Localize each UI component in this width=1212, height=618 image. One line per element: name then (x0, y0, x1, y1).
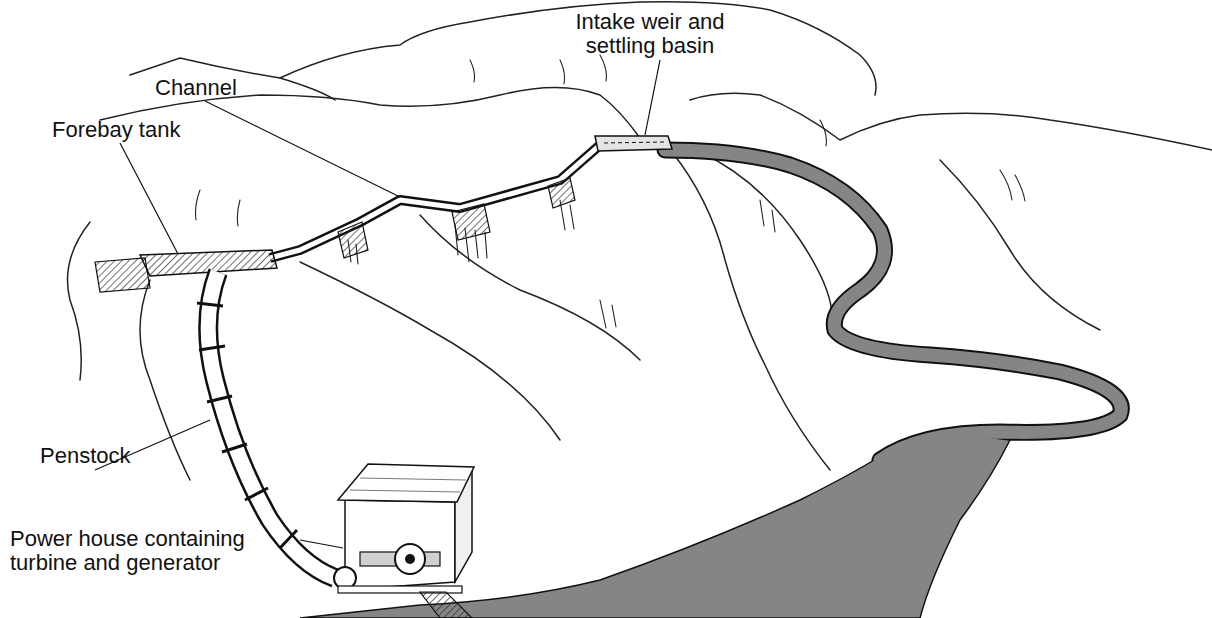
penstock-ring (197, 303, 297, 548)
intake-weir (595, 136, 672, 151)
forebay-wall (95, 258, 150, 292)
callout-label: Intake weir and settling basin (570, 10, 730, 58)
tailrace (420, 592, 472, 618)
mountain-ridge (130, 58, 335, 100)
channel-support (338, 222, 368, 258)
channel-support (548, 178, 575, 208)
channel-water (270, 143, 665, 258)
leader-line (300, 540, 343, 548)
generator-hub (405, 554, 415, 564)
slope-hatching (196, 55, 1026, 328)
generator-symbol (395, 544, 425, 574)
leader-line (120, 143, 178, 254)
powerhouse-roof (338, 464, 474, 502)
hill-contour (300, 262, 560, 440)
settling-basin (604, 142, 664, 143)
callout-label: Power house containing turbine and gener… (10, 527, 295, 575)
roof-hatching (350, 478, 466, 492)
powerhouse-wall (345, 500, 455, 590)
leader-line (205, 101, 400, 197)
mountain-ridge (690, 93, 1212, 150)
channel-outline (270, 143, 665, 258)
callout-label: Forebay tank (52, 118, 180, 142)
callout-label: Penstock (40, 444, 131, 468)
leader-line (645, 60, 660, 135)
mountain-ridge (280, 2, 876, 95)
channel-support (452, 204, 490, 240)
river-water (665, 150, 1121, 460)
callout-label: Channel (155, 76, 237, 100)
hill-contour (672, 152, 830, 470)
hill-contour (420, 215, 640, 360)
river-outline (665, 150, 1121, 460)
pool-fill (300, 437, 1010, 618)
hill-contour (68, 222, 91, 380)
hill-contour (140, 280, 190, 480)
